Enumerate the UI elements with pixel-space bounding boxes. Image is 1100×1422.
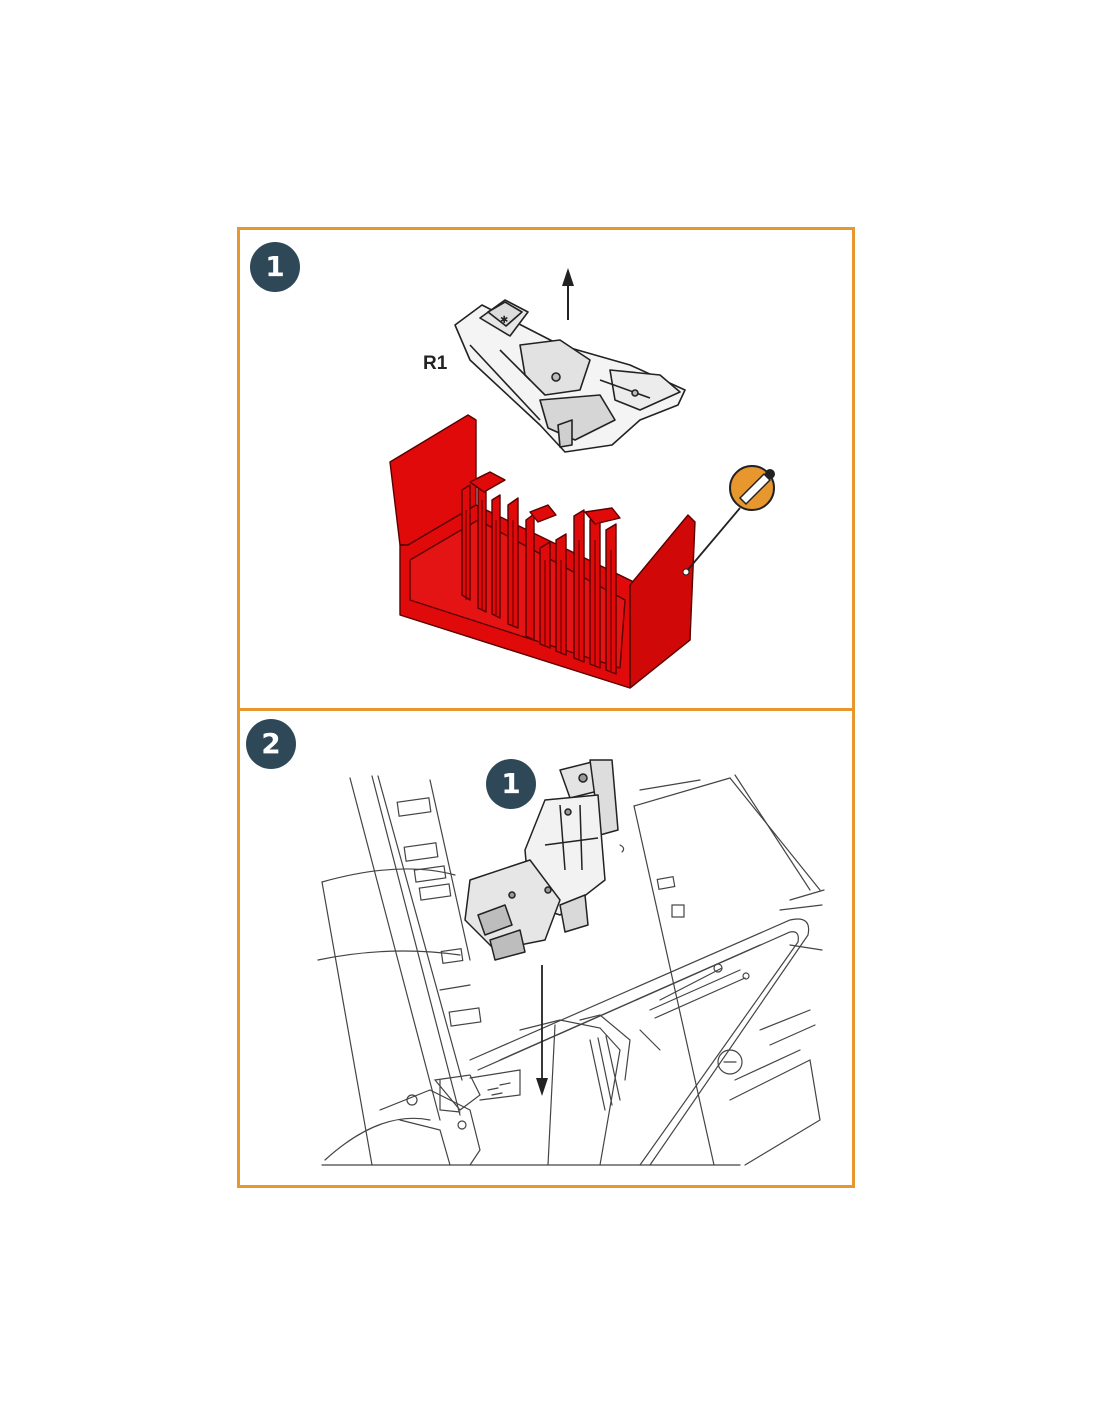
svg-text:✱: ✱ xyxy=(500,315,508,326)
instruction-frame xyxy=(237,227,855,1188)
part-label-r1: R1 xyxy=(423,353,448,374)
reference-step-badge: 1 xyxy=(486,759,536,809)
arrow-down-icon xyxy=(536,1078,548,1096)
step-divider xyxy=(237,708,855,711)
step-2-badge: 2 xyxy=(246,719,296,769)
step-1-badge: 1 xyxy=(250,242,300,292)
